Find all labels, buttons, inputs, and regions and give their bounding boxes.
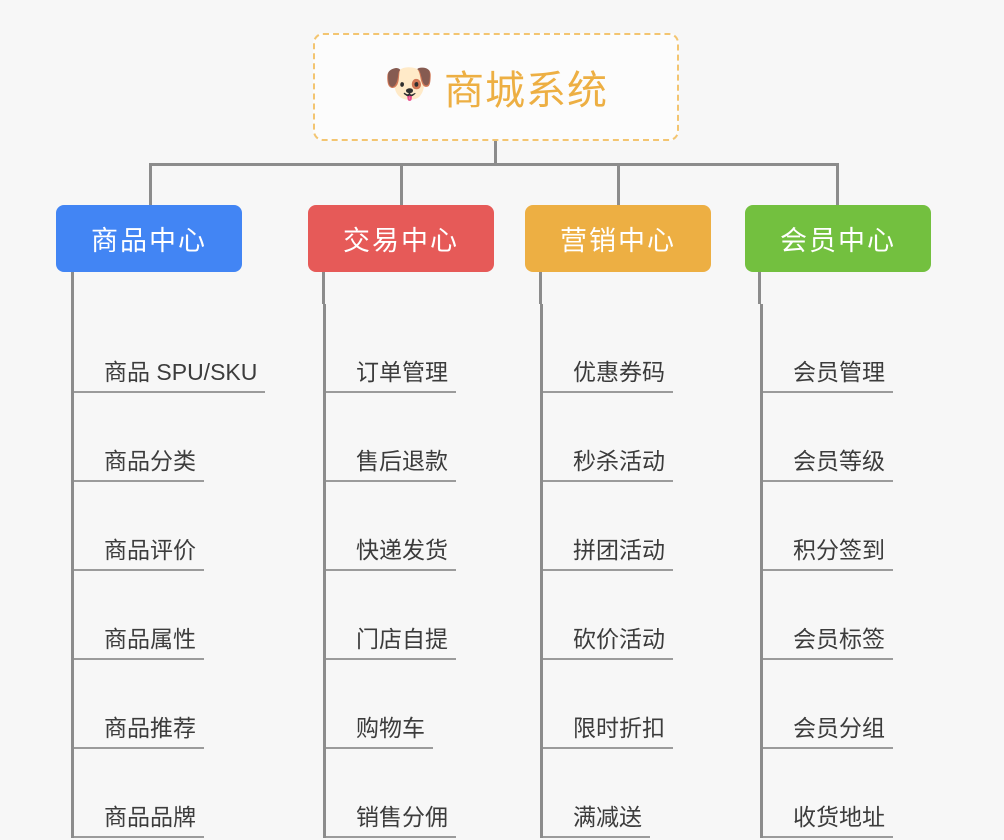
leaf-item[interactable]: 优惠券码 <box>543 304 673 393</box>
leaf-list-marketing: 优惠券码 秒杀活动 拼团活动 砍价活动 限时折扣 满减送 <box>540 304 673 838</box>
leaf-label: 商品评价 <box>104 537 196 563</box>
leaf-rule <box>543 569 673 571</box>
connector-drop-3 <box>836 163 839 205</box>
category-header-label: 交易中心 <box>343 226 459 256</box>
leaf-rule <box>543 747 673 749</box>
leaf-label: 门店自提 <box>356 626 448 652</box>
leaf-item[interactable]: 会员标签 <box>763 571 893 660</box>
leaf-rule <box>326 836 456 838</box>
category-header-member[interactable]: 会员中心 <box>745 205 931 272</box>
root-node[interactable]: 🐶 商城系统 <box>313 33 679 141</box>
leaf-rule <box>326 658 456 660</box>
leaf-item[interactable]: 商品 SPU/SKU <box>74 304 265 393</box>
leaf-item[interactable]: 商品评价 <box>74 482 265 571</box>
leaf-rule <box>763 658 893 660</box>
leaf-label: 商品属性 <box>104 626 196 652</box>
leaf-item[interactable]: 满减送 <box>543 749 673 838</box>
leaf-item[interactable]: 售后退款 <box>326 393 456 482</box>
leaf-rule <box>326 569 456 571</box>
leaf-rule <box>326 391 456 393</box>
leaf-item[interactable]: 商品推荐 <box>74 660 265 749</box>
leaf-item[interactable]: 商品品牌 <box>74 749 265 838</box>
leaf-list-product: 商品 SPU/SKU 商品分类 商品评价 商品属性 商品推荐 商品品牌 <box>71 304 265 838</box>
connector-stem-2 <box>539 272 542 304</box>
leaf-item[interactable]: 销售分佣 <box>326 749 456 838</box>
leaf-rule <box>763 480 893 482</box>
leaf-list-member: 会员管理 会员等级 积分签到 会员标签 会员分组 收货地址 <box>760 304 893 838</box>
connector-stem-1 <box>322 272 325 304</box>
leaf-rule <box>74 836 204 838</box>
leaf-label: 优惠券码 <box>573 359 665 385</box>
leaf-label: 满减送 <box>573 804 642 830</box>
leaf-rule <box>543 480 673 482</box>
category-header-marketing[interactable]: 营销中心 <box>525 205 711 272</box>
leaf-rule <box>763 747 893 749</box>
root-title: 商城系统 <box>444 69 608 113</box>
leaf-item[interactable]: 限时折扣 <box>543 660 673 749</box>
leaf-label: 订单管理 <box>356 359 448 385</box>
connector-stem-0 <box>71 272 74 304</box>
leaf-rule <box>74 658 204 660</box>
leaf-item[interactable]: 会员管理 <box>763 304 893 393</box>
connector-root-stem <box>494 141 497 165</box>
leaf-label: 秒杀活动 <box>573 448 665 474</box>
leaf-label: 购物车 <box>356 715 425 741</box>
leaf-rule <box>763 391 893 393</box>
leaf-label: 商品 SPU/SKU <box>104 359 258 385</box>
connector-drop-2 <box>617 163 620 205</box>
leaf-rule <box>763 836 893 838</box>
leaf-rule <box>74 569 204 571</box>
leaf-rule <box>74 747 204 749</box>
leaf-list-trade: 订单管理 售后退款 快递发货 门店自提 购物车 销售分佣 <box>323 304 456 838</box>
leaf-item[interactable]: 积分签到 <box>763 482 893 571</box>
leaf-rule <box>543 658 673 660</box>
leaf-rule <box>326 480 456 482</box>
leaf-item[interactable]: 快递发货 <box>326 482 456 571</box>
leaf-label: 限时折扣 <box>573 715 665 741</box>
leaf-rule <box>74 480 204 482</box>
leaf-label: 会员管理 <box>793 359 885 385</box>
leaf-rule <box>763 569 893 571</box>
leaf-item[interactable]: 拼团活动 <box>543 482 673 571</box>
leaf-item[interactable]: 会员等级 <box>763 393 893 482</box>
leaf-label: 商品推荐 <box>104 715 196 741</box>
leaf-item[interactable]: 砍价活动 <box>543 571 673 660</box>
leaf-label: 积分签到 <box>793 537 885 563</box>
leaf-label: 砍价活动 <box>573 626 665 652</box>
leaf-label: 会员标签 <box>793 626 885 652</box>
dog-face-icon: 🐶 <box>384 62 434 106</box>
category-header-label: 会员中心 <box>780 226 896 256</box>
leaf-label: 收货地址 <box>793 804 885 830</box>
category-header-trade[interactable]: 交易中心 <box>308 205 494 272</box>
leaf-label: 会员分组 <box>793 715 885 741</box>
connector-horizontal-bus <box>149 163 839 166</box>
leaf-label: 商品品牌 <box>104 804 196 830</box>
leaf-item[interactable]: 门店自提 <box>326 571 456 660</box>
leaf-item[interactable]: 商品分类 <box>74 393 265 482</box>
leaf-rule <box>326 747 433 749</box>
leaf-label: 拼团活动 <box>573 537 665 563</box>
leaf-label: 售后退款 <box>356 448 448 474</box>
leaf-rule <box>543 391 673 393</box>
category-header-label: 商品中心 <box>91 226 207 256</box>
leaf-label: 快递发货 <box>356 537 448 563</box>
leaf-item[interactable]: 商品属性 <box>74 571 265 660</box>
connector-stem-3 <box>758 272 761 304</box>
leaf-rule <box>543 836 650 838</box>
leaf-label: 销售分佣 <box>356 804 448 830</box>
leaf-item[interactable]: 收货地址 <box>763 749 893 838</box>
connector-drop-1 <box>400 163 403 205</box>
leaf-rule <box>74 391 265 393</box>
leaf-label: 会员等级 <box>793 448 885 474</box>
category-header-label: 营销中心 <box>560 226 676 256</box>
leaf-item[interactable]: 订单管理 <box>326 304 456 393</box>
leaf-item[interactable]: 会员分组 <box>763 660 893 749</box>
leaf-item[interactable]: 购物车 <box>326 660 456 749</box>
connector-drop-0 <box>149 163 152 205</box>
leaf-item[interactable]: 秒杀活动 <box>543 393 673 482</box>
category-header-product[interactable]: 商品中心 <box>56 205 242 272</box>
leaf-label: 商品分类 <box>104 448 196 474</box>
